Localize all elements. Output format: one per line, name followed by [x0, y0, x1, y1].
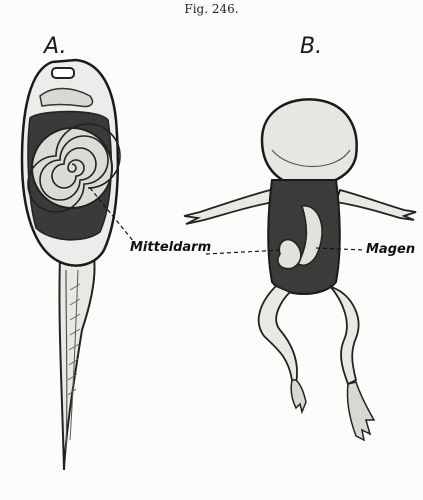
- froglet-right-arm: [336, 190, 416, 220]
- label-mitteldarm: Mitteldarm: [130, 240, 211, 255]
- froglet-head: [262, 99, 357, 186]
- froglet-left-arm: [184, 190, 274, 224]
- intestine-loop: [278, 240, 301, 269]
- tadpole-drawing: [22, 60, 120, 470]
- froglet-drawing: [184, 99, 416, 440]
- froglet-trunk: [268, 180, 340, 294]
- froglet-right-leg: [330, 286, 359, 384]
- froglet-left-leg: [259, 286, 297, 384]
- label-magen: Magen: [366, 242, 415, 257]
